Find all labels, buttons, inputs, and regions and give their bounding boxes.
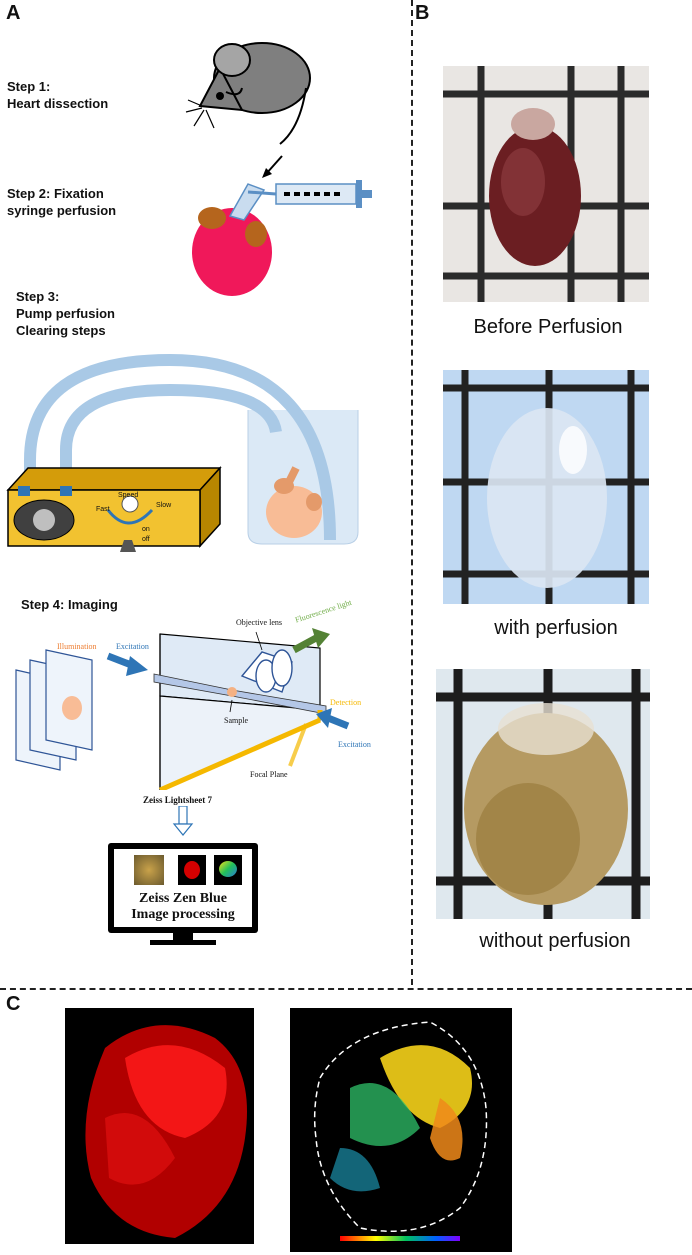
monitor-screen: Zeiss Zen Blue Image processing xyxy=(114,849,252,927)
step2-label: Step 2: Fixation syringe perfusion xyxy=(7,185,116,219)
step2-line1: Step 2: Fixation xyxy=(7,186,104,201)
monitor-stand xyxy=(150,940,216,945)
pump-slow-label: Slow xyxy=(156,502,172,509)
pump-off-label: off xyxy=(142,536,150,543)
thumb-depth-heart xyxy=(214,855,242,885)
lightsheet-diagram xyxy=(15,628,350,790)
objective-lens-label: Objective lens xyxy=(236,618,282,627)
step3-line2: Pump perfusion xyxy=(16,306,115,321)
step3-line1: Step 3: xyxy=(16,289,60,304)
caption-without-perfusion: without perfusion xyxy=(479,930,631,952)
photo-before-perfusion xyxy=(443,66,649,302)
pump-on-label: on xyxy=(142,526,150,533)
thumb-red-heart xyxy=(178,855,206,885)
pump-speed-label: Speed xyxy=(118,492,139,499)
without-perfusion-image xyxy=(436,669,650,919)
detection-label: Detection xyxy=(330,698,362,707)
panel-label-c: C xyxy=(6,993,21,1015)
step1-label: Step 1: Heart dissection xyxy=(7,78,108,112)
with-perfusion-image xyxy=(443,370,649,604)
instrument-label: Zeiss Lightsheet 7 xyxy=(143,795,213,805)
horizontal-divider xyxy=(0,988,692,990)
photo-without-perfusion xyxy=(436,669,650,919)
step3-line3: Clearing steps xyxy=(16,323,106,338)
monitor-text: Zeiss Zen Blue Image processing xyxy=(114,891,252,923)
step2-line2: syringe perfusion xyxy=(7,203,117,218)
heart-depth-coded xyxy=(290,1008,512,1252)
down-arrow-icon xyxy=(172,806,194,836)
pump-perfusion-illustration xyxy=(6,353,359,552)
step1-line1: Step 1: xyxy=(7,79,51,94)
focal-plane-label: Focal Plane xyxy=(250,770,288,779)
mouse-illustration xyxy=(185,42,311,145)
photo-with-perfusion xyxy=(443,370,649,604)
heart-syringe-illustration xyxy=(192,180,372,296)
monitor-line2: Image processing xyxy=(131,907,235,922)
thumb-cleared-heart xyxy=(134,855,164,885)
pump-fast-label: Fast xyxy=(96,506,110,513)
vertical-divider xyxy=(411,0,413,985)
illumination-label: Illumination xyxy=(57,642,97,651)
excitation-left-label: Excitation xyxy=(116,642,149,651)
monitor-line1: Zeiss Zen Blue xyxy=(139,891,227,906)
step3-label: Step 3: Pump perfusion Clearing steps xyxy=(16,288,115,339)
step4-label: Step 4: Imaging xyxy=(21,597,118,612)
step1-line2: Heart dissection xyxy=(7,96,109,111)
heart-red-fluorescence xyxy=(65,1008,254,1244)
down-arrow-icon xyxy=(262,155,283,178)
before-perfusion-image xyxy=(443,66,649,302)
excitation-right-label: Excitation xyxy=(338,740,371,749)
red-fluorescence-image xyxy=(85,1025,247,1238)
monitor: Zeiss Zen Blue Image processing xyxy=(108,843,258,941)
panel-label-b: B xyxy=(415,2,430,24)
monitor-neck xyxy=(173,933,193,941)
sample-label: Sample xyxy=(224,716,248,725)
caption-before-perfusion: Before Perfusion xyxy=(473,316,623,338)
panel-label-a: A xyxy=(6,2,21,24)
depth-coded-image xyxy=(313,1021,488,1241)
caption-with-perfusion: with perfusion xyxy=(494,617,618,639)
